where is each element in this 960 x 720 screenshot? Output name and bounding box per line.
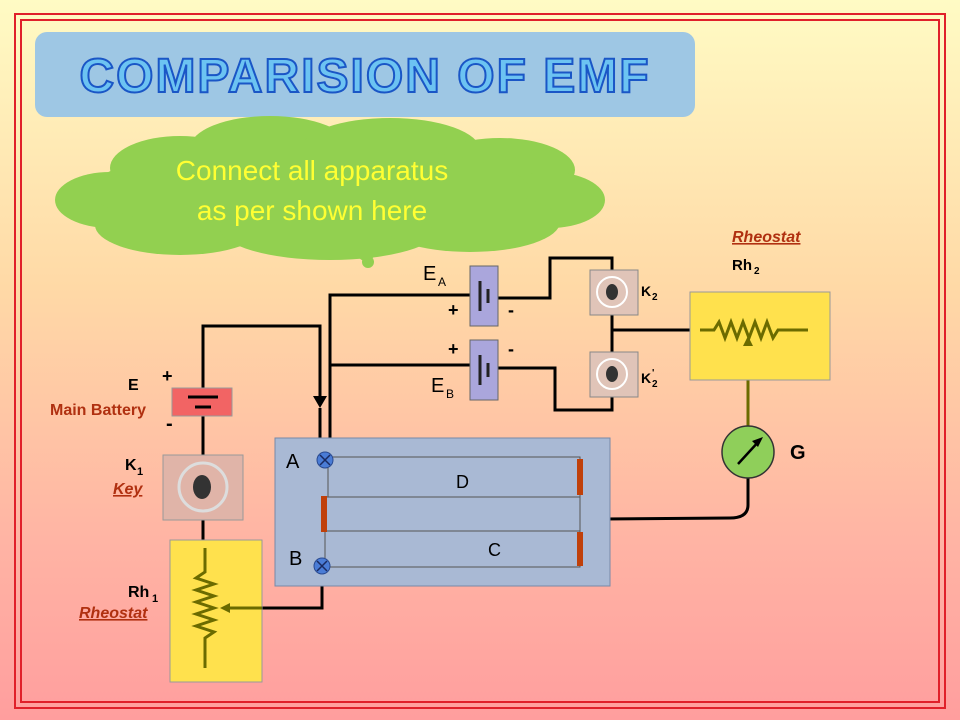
rheostat2-sub: 2 (754, 266, 760, 277)
rheostat1-sub: 1 (152, 593, 158, 605)
galvanometer-label: G (790, 442, 806, 464)
point-d-label: D (456, 472, 469, 492)
key-k1-plug (193, 475, 211, 499)
inner-border (20, 19, 940, 703)
key2-sub: 2 (652, 292, 658, 303)
cell-eb-sub: B (446, 387, 454, 401)
cell-ea (469, 265, 499, 327)
key1-label: K (125, 457, 137, 474)
main-battery (171, 387, 233, 417)
copper-strip-2 (321, 496, 327, 532)
outer-border (14, 13, 946, 709)
rheostat2-label: Rh (732, 257, 752, 274)
cell-eb (469, 339, 499, 401)
battery-caption: Main Battery (50, 402, 146, 419)
key-k1-ring (177, 461, 229, 513)
rheostat2-caption: Rheostat (732, 229, 801, 246)
key2b-label: K (641, 370, 651, 386)
rheostat1-label: Rh (128, 584, 149, 601)
copper-strip-3 (577, 532, 583, 566)
key2b-sub: 2 (652, 379, 658, 390)
title-box (35, 32, 695, 117)
rheostat1-caption: Rheostat (79, 605, 148, 622)
rheostat-2-slider[interactable] (743, 336, 753, 346)
rheostat-2-coil (700, 317, 808, 343)
copper-strip-1 (577, 459, 583, 495)
cloud-line-1: Connect all apparatus (176, 155, 448, 186)
wires (201, 256, 750, 610)
page-title: COMPARISION OF EMF (79, 50, 650, 103)
cell-ea-label: E (423, 263, 436, 285)
battery-plus: + (162, 366, 173, 386)
key1-sub: 1 (137, 466, 143, 478)
battery-minus: - (166, 413, 173, 435)
terminal-a-label: A (286, 451, 300, 473)
cell-ea-minus: - (508, 300, 514, 320)
key2b-sup: ' (652, 368, 654, 379)
point-c-label: C (488, 540, 501, 560)
instruction-cloud (55, 116, 605, 268)
cell-eb-minus: - (508, 339, 514, 359)
terminal-b-label: B (289, 548, 302, 570)
cell-ea-plus: + (448, 300, 459, 320)
battery-label: E (128, 377, 139, 394)
rheostat-1 (169, 539, 263, 683)
rheostat-1-coil (191, 548, 219, 668)
key1-caption: Key (113, 481, 143, 498)
cell-ea-sub: A (438, 275, 446, 289)
cloud-line-2: as per shown here (197, 195, 427, 226)
key2-label: K (641, 283, 651, 299)
cell-eb-plus: + (448, 339, 459, 359)
cell-eb-label: E (431, 375, 444, 397)
